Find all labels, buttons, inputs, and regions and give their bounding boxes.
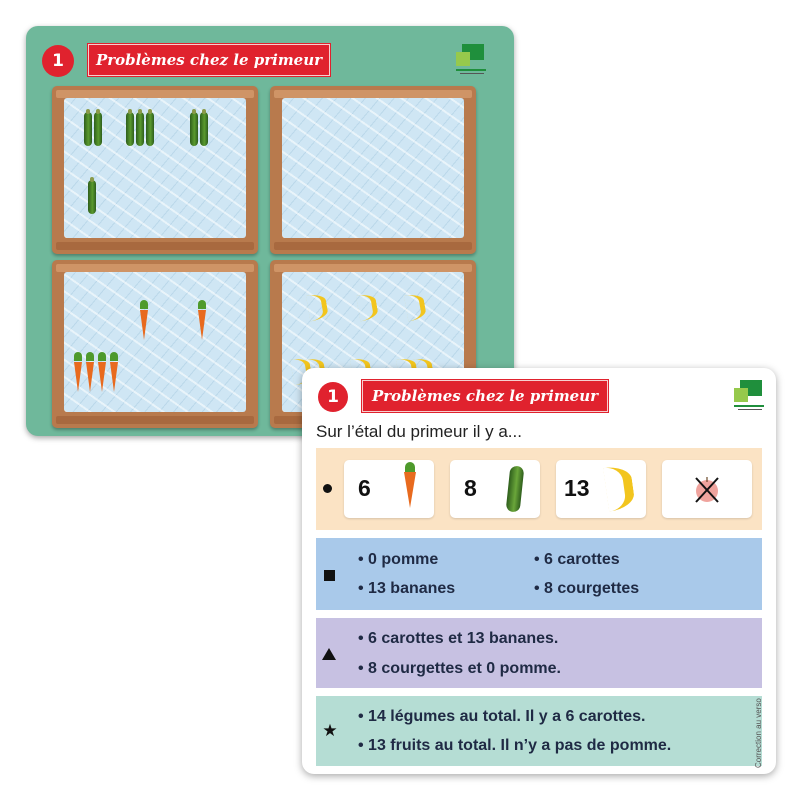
zucchini-icon	[84, 109, 92, 146]
publisher-logo-icon	[456, 44, 486, 74]
carrot-icon	[86, 352, 94, 392]
level-star-band: ★ • 14 légumes au total. Il y a 6 carott…	[316, 696, 762, 766]
count-tile-carrots: 6	[344, 460, 434, 518]
intro-text: Sur l’étal du primeur il y a...	[316, 422, 522, 441]
dot-symbol-icon	[323, 484, 332, 493]
tile-count: 13	[564, 475, 590, 501]
zucchini-icon	[190, 109, 198, 146]
count-tile-bananas: 13	[556, 460, 646, 518]
crushed-ice	[282, 98, 464, 238]
answer-line: • 8 courgettes et 0 pomme.	[358, 660, 561, 677]
side-note: Correction au verso	[754, 698, 763, 768]
banana-icon	[305, 292, 330, 322]
banana-icon	[603, 464, 636, 512]
carrot-icon	[110, 352, 118, 392]
card-number-badge: 1	[42, 45, 74, 77]
answer-line: • 0 pomme	[358, 551, 439, 568]
level-dot-band: 6 8 13	[316, 448, 762, 530]
star-symbol-icon: ★	[322, 721, 338, 741]
answer-line: • 13 fruits au total. Il n’y a pas de po…	[358, 737, 672, 754]
card-number-badge: 1	[318, 382, 348, 412]
front-card: 1 Problèmes chez le primeur Sur l’étal d…	[302, 368, 776, 774]
crushed-ice	[64, 98, 246, 238]
carrot-icon	[98, 352, 106, 392]
triangle-symbol-icon	[322, 648, 336, 660]
tile-count: 8	[464, 475, 477, 501]
carrot-icon	[198, 300, 206, 340]
zucchini-icon	[126, 109, 134, 146]
tile-count: 6	[358, 475, 371, 501]
answer-line: • 6 carottes et 13 bananes.	[358, 630, 559, 647]
zucchini-icon	[88, 177, 96, 214]
banana-icon	[355, 292, 380, 322]
zucchini-icon	[146, 109, 154, 146]
zucchini-icon	[505, 465, 525, 513]
crate-carrots	[52, 260, 258, 428]
count-tile-apples	[662, 460, 752, 518]
carrot-icon	[74, 352, 82, 392]
square-symbol-icon	[324, 570, 335, 581]
card-title-banner: Problèmes chez le primeur	[88, 44, 330, 76]
zucchini-icon	[200, 109, 208, 146]
answer-line: • 8 courgettes	[534, 580, 640, 597]
card-title-banner: Problèmes chez le primeur	[362, 380, 608, 412]
answer-line: • 6 carottes	[534, 551, 620, 568]
crossed-apple-icon	[695, 477, 719, 503]
publisher-logo-icon	[734, 380, 764, 410]
banana-icon	[403, 292, 428, 322]
zucchini-icon	[94, 109, 102, 146]
answer-line: • 14 légumes au total. Il y a 6 carottes…	[358, 708, 646, 725]
level-square-band: • 0 pomme • 13 bananes • 6 carottes • 8 …	[316, 538, 762, 610]
crate-zucchini	[52, 86, 258, 254]
zucchini-icon	[136, 109, 144, 146]
count-tile-zucchini: 8	[450, 460, 540, 518]
carrot-icon	[140, 300, 148, 340]
answer-line: • 13 bananes	[358, 580, 456, 597]
crate-empty	[270, 86, 476, 254]
crushed-ice	[64, 272, 246, 412]
carrot-icon	[404, 462, 416, 508]
level-triangle-band: • 6 carottes et 13 bananes. • 8 courgett…	[316, 618, 762, 688]
